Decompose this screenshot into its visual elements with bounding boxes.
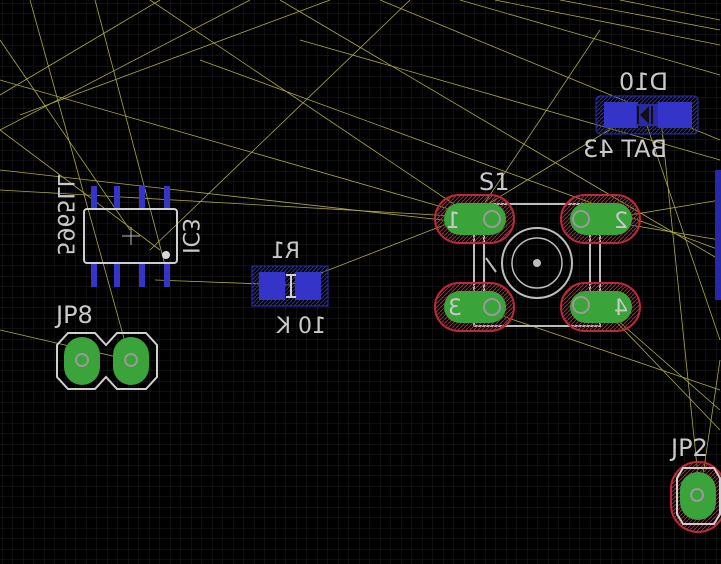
r1-name-label: R1: [271, 239, 300, 264]
airwire: [19, 0, 331, 116]
airwire: [0, 189, 471, 218]
airwire: [149, 0, 471, 216]
smd-pad: [139, 263, 145, 287]
diode-symbol: [640, 106, 649, 124]
d10-name-label: D10: [619, 68, 668, 96]
airwire: [644, 119, 721, 341]
smd-pad: [114, 263, 120, 287]
ic3-name-label: 5965LL: [52, 174, 77, 255]
airwire: [479, 29, 601, 211]
r1-value-label: 10 K: [276, 314, 326, 339]
smd-pad: [91, 186, 97, 208]
s1-pad-1[interactable]: 1: [434, 194, 515, 244]
d10-value-label: BAT 43: [583, 135, 667, 163]
s1-pad-4[interactable]: 4: [560, 282, 641, 332]
airwire: [299, 39, 721, 161]
s1-contact: [485, 257, 497, 273]
smd-pad: [91, 263, 97, 287]
s1-button-ring: [501, 227, 573, 299]
airwire: [0, 0, 251, 131]
airwire: [279, 0, 721, 261]
airwire: [0, 0, 161, 96]
airwire: [29, 0, 131, 361]
d10-component[interactable]: D10 BAT 43: [583, 68, 699, 163]
ic3-pads: [91, 186, 170, 287]
s1-pin-label: 2: [614, 209, 628, 234]
s1-pin-label: 3: [448, 296, 462, 321]
jp8-pad-1[interactable]: [64, 337, 100, 385]
airwire: [559, 0, 721, 31]
jp2-pad-1[interactable]: [670, 461, 721, 533]
airwire: [459, 0, 721, 76]
smd-pad: [658, 102, 692, 128]
s1-pin-label: 4: [614, 296, 628, 321]
smd-pad: [164, 186, 170, 208]
jp8-outline: [56, 332, 158, 390]
s1-name-label: S1: [479, 168, 510, 196]
airwire: [0, 129, 161, 251]
jp8-pad-2[interactable]: [113, 337, 149, 385]
s1-button-center: [533, 259, 541, 267]
airwire: [0, 79, 471, 216]
smd-pad: [114, 186, 120, 208]
airwire: [0, 169, 461, 223]
smd-pad: [164, 263, 170, 287]
pin1-marker: [162, 251, 170, 259]
s1-button-ring: [511, 237, 563, 289]
s1-outline: [473, 203, 601, 327]
airwire: [494, 0, 721, 46]
jp2-name-label: JP2: [669, 434, 708, 462]
jp8-name-label: JP8: [54, 301, 93, 329]
s1-pin-label: 1: [446, 209, 460, 234]
s1-component[interactable]: S1 1 2 3: [434, 168, 641, 332]
smd-pad: [139, 186, 145, 208]
offscreen-component-edge: [715, 170, 721, 300]
airwire: [0, 39, 131, 231]
airwire: [149, 0, 411, 251]
airwire: [659, 109, 701, 496]
smd-pad: [604, 102, 638, 128]
r1-component[interactable]: R1 10 K: [251, 239, 329, 339]
smd-pad: [259, 272, 285, 300]
jp2-component[interactable]: JP2: [669, 434, 721, 533]
ic3-component[interactable]: 5965LL IC3: [52, 174, 202, 287]
ic3-value-label: IC3: [177, 218, 202, 254]
ic3-outline: [83, 208, 178, 264]
s1-pad-2[interactable]: 2: [560, 194, 641, 244]
s1-pad-3[interactable]: 3: [434, 282, 515, 332]
smd-pad: [295, 272, 321, 300]
airwire: [619, 0, 721, 21]
jp8-component[interactable]: JP8: [54, 301, 158, 390]
airwire: [94, 0, 166, 266]
airwire: [0, 329, 131, 361]
